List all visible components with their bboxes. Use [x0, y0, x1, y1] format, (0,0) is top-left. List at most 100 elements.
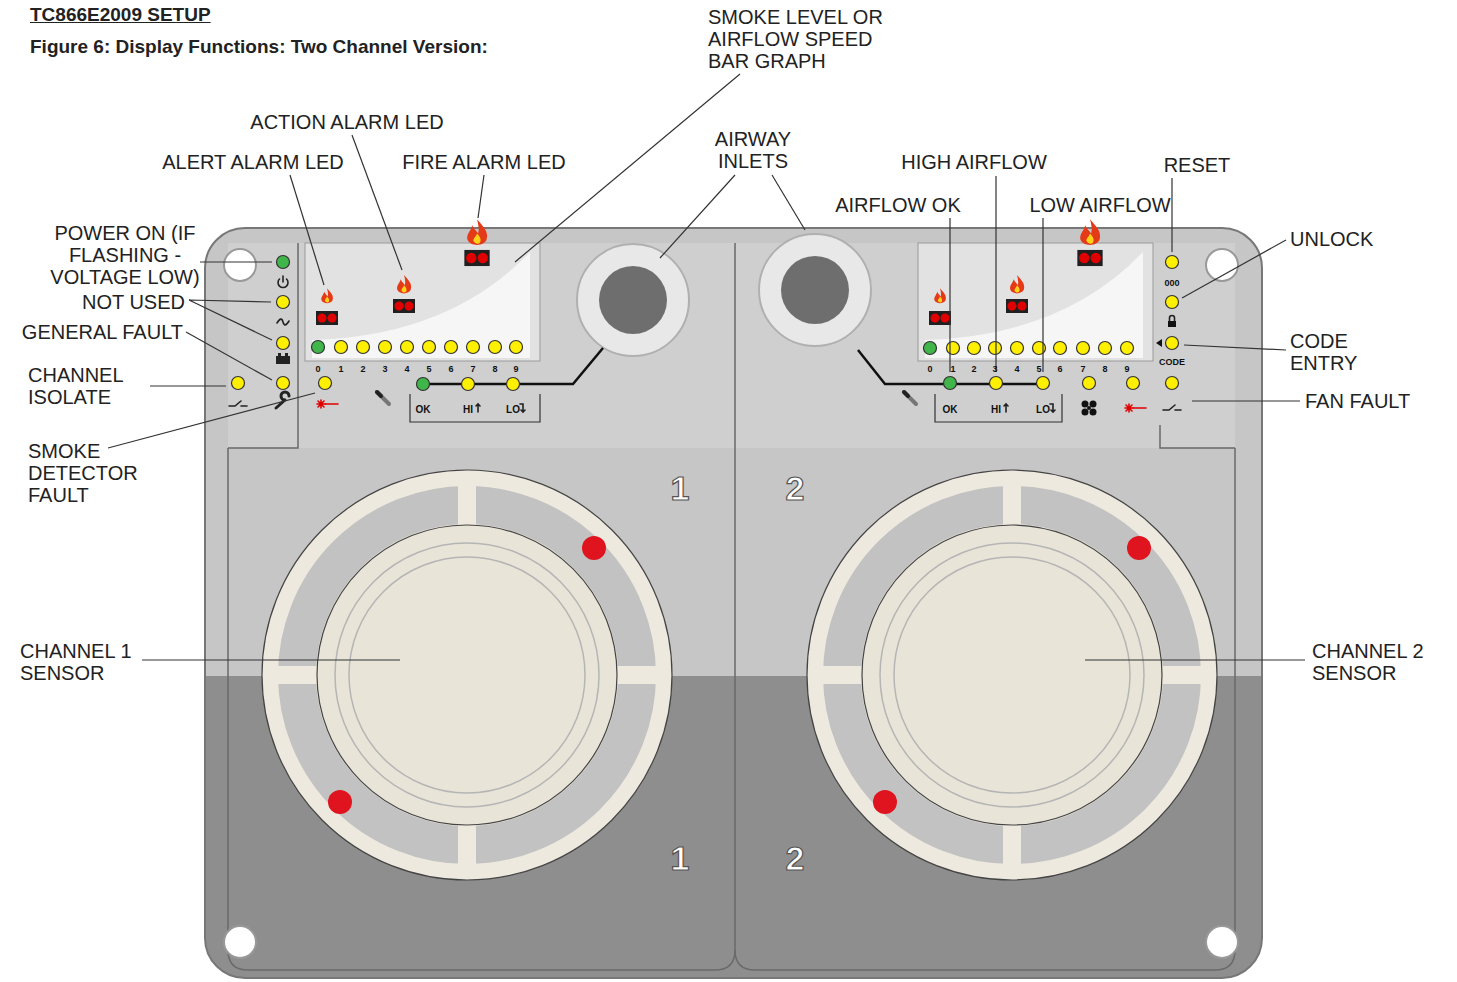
scale-number: 9	[508, 364, 524, 374]
indicator-led	[1121, 342, 1134, 355]
leader-line	[142, 659, 400, 660]
callout-label: SMOKE LEVEL OR AIRFLOW SPEED BAR GRAPH	[708, 6, 903, 72]
mounting-hole	[224, 249, 1238, 958]
scale-number: 2	[966, 364, 982, 374]
indicator-led	[947, 342, 960, 355]
sensor-head	[807, 470, 1217, 880]
airflow-bracket	[410, 394, 1062, 422]
scale-number: 4	[399, 364, 415, 374]
indicator-led	[277, 256, 290, 269]
panel-icon	[285, 353, 288, 356]
alarm-flame	[467, 219, 487, 245]
indicator-led	[1127, 377, 1140, 390]
leader-line	[995, 176, 996, 372]
indicator-led	[232, 377, 245, 390]
indicator-led	[1166, 337, 1179, 350]
indicator-led	[379, 341, 392, 354]
housing	[205, 228, 1262, 978]
indicator-led	[467, 341, 480, 354]
panel-icon	[325, 403, 338, 405]
mounting-hole	[224, 926, 256, 958]
leader-line	[150, 385, 226, 386]
panel-icon	[1133, 407, 1146, 409]
indicator-led	[277, 337, 290, 350]
panel-icon	[904, 392, 916, 404]
airflow-bracket	[410, 394, 540, 422]
scale-number: 1	[333, 364, 349, 374]
panel-icon	[377, 392, 381, 396]
callout-label: AIRFLOW OK	[823, 194, 973, 216]
indicator-led	[277, 296, 290, 309]
display-window	[305, 243, 540, 361]
callout-label: LOW AIRFLOW	[1020, 194, 1180, 216]
scale-number: 3	[377, 364, 393, 374]
panel-icon	[1087, 406, 1091, 410]
sensor-head	[262, 470, 1217, 880]
callout-label: ALERT ALARM LED	[143, 151, 363, 173]
airflow-bracket	[935, 394, 1062, 422]
callout-label: AIRWAY INLETS	[706, 128, 801, 172]
scale-number: 5	[421, 364, 437, 374]
panel-icon	[1082, 401, 1097, 416]
scale-number: 5	[1031, 364, 1047, 374]
airway-inlet	[577, 244, 689, 356]
leader-line	[772, 175, 805, 230]
indicator-led	[357, 341, 370, 354]
alarm-led	[929, 311, 951, 325]
callout-label: HIGH AIRFLOW	[889, 151, 1059, 173]
panel-outline	[1160, 425, 1235, 448]
indicator-label: OK	[939, 404, 961, 416]
indicator-label: OK	[412, 404, 434, 416]
panel-icon	[278, 276, 288, 288]
panel-icon	[229, 401, 247, 406]
panel-outline	[735, 448, 1235, 970]
panel-icon	[1050, 404, 1055, 412]
scale-number: 4	[1009, 364, 1025, 374]
panel-icon	[520, 404, 525, 412]
leader-line	[949, 218, 950, 372]
alarm-flame	[1010, 275, 1024, 293]
indicator-led	[312, 341, 325, 354]
callout-label: CHANNEL 2 SENSOR	[1312, 640, 1437, 684]
airway-inlet	[577, 234, 871, 356]
indicator-led	[462, 378, 475, 391]
callout-label: POWER ON (IF FLASHING - VOLTAGE LOW)	[46, 222, 204, 288]
scale-number: 7	[1075, 364, 1091, 374]
indicator-led	[990, 377, 1003, 390]
scale-number: 2	[355, 364, 371, 374]
indicator-led	[1166, 296, 1179, 309]
housing	[205, 228, 1262, 978]
airway-inlet	[781, 256, 849, 324]
indicator-led	[968, 342, 981, 355]
callout-label: SMOKE DETECTOR FAULT	[28, 440, 143, 506]
panel-icon	[1156, 339, 1162, 347]
panel-icon	[1168, 321, 1176, 327]
indicator-led	[1054, 342, 1067, 355]
panel-icon	[476, 404, 480, 412]
alarm-flame	[934, 288, 946, 303]
indicator-led	[507, 378, 520, 391]
alarm-led	[316, 311, 338, 325]
display-window	[918, 243, 1153, 361]
panel-icon	[1163, 405, 1181, 410]
alarm-flame	[321, 288, 333, 303]
leader-line	[1192, 400, 1300, 401]
alarm-led	[464, 250, 489, 266]
airway-inlet	[599, 266, 667, 334]
callout-label: FAN FAULT	[1305, 390, 1435, 412]
scale-number: 3	[987, 364, 1003, 374]
callout-label: ACTION ALARM LED	[227, 111, 467, 133]
figure-caption: Figure 6: Display Functions: Two Channel…	[30, 36, 488, 58]
display-window	[305, 243, 1153, 361]
housing	[205, 228, 1262, 978]
callout-label: UNLOCK	[1290, 228, 1390, 250]
panel-icon	[1082, 409, 1089, 416]
indicator-led	[423, 341, 436, 354]
mounting-hole	[224, 249, 256, 281]
housing	[228, 243, 1235, 448]
indicator-led	[1166, 256, 1179, 269]
panel-icon	[276, 356, 290, 364]
alarm-led	[1077, 250, 1102, 266]
channel-number: 1	[665, 840, 695, 876]
indicator-led	[489, 341, 502, 354]
